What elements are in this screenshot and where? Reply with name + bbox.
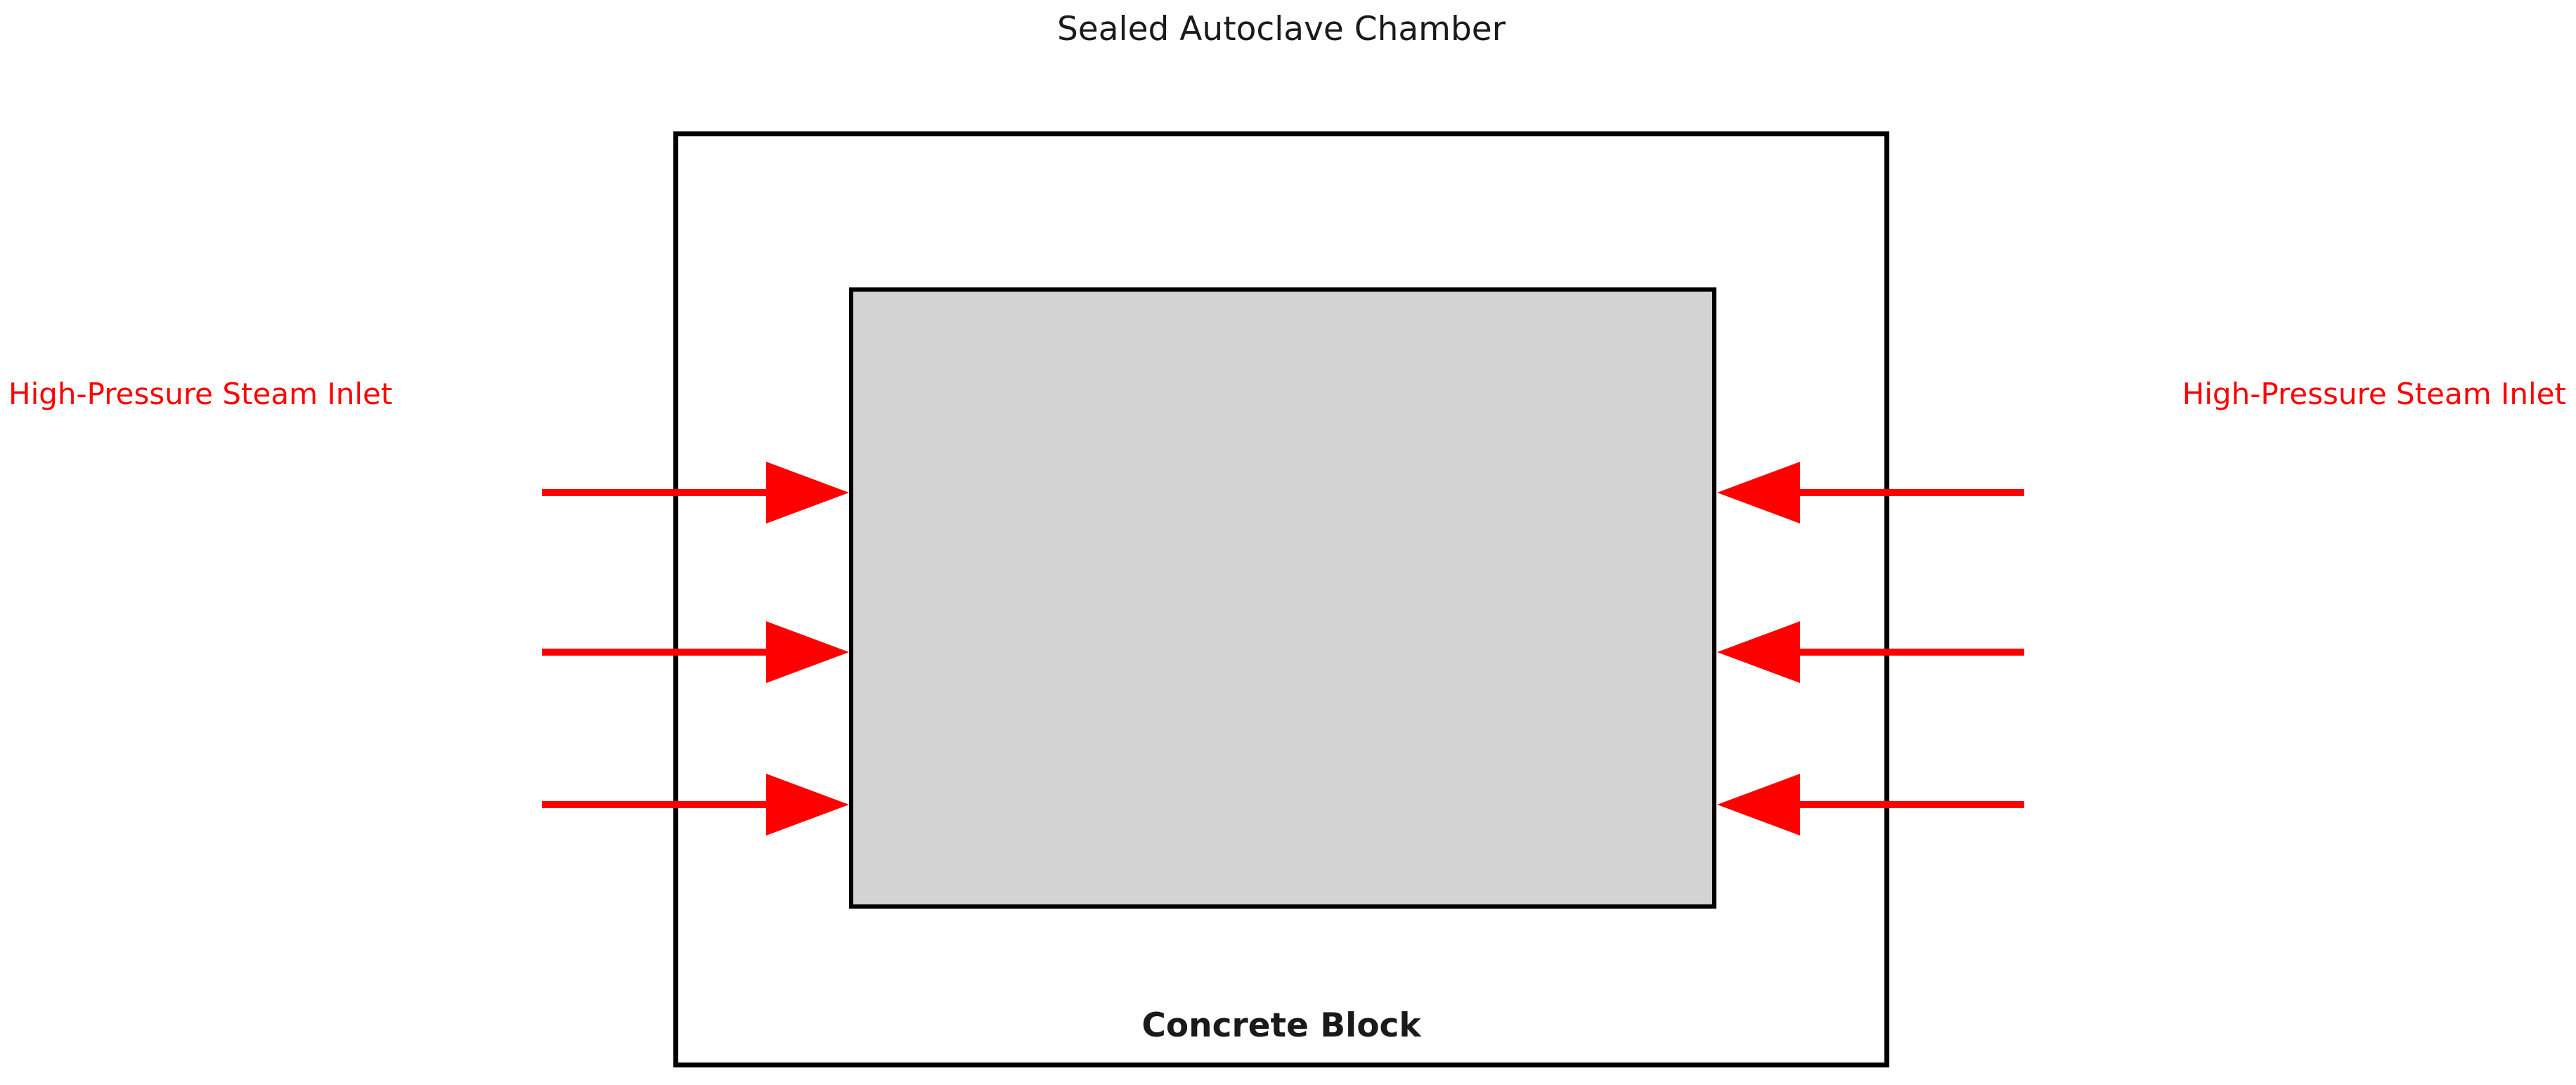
right-steam-inlet-label: High-Pressure Steam Inlet bbox=[2182, 377, 2566, 411]
diagram-title: Sealed Autoclave Chamber bbox=[1056, 10, 1506, 48]
left-steam-inlet-label: High-Pressure Steam Inlet bbox=[8, 377, 393, 411]
concrete-block-label: Concrete Block bbox=[1141, 1006, 1421, 1045]
concrete-block bbox=[849, 287, 1716, 909]
